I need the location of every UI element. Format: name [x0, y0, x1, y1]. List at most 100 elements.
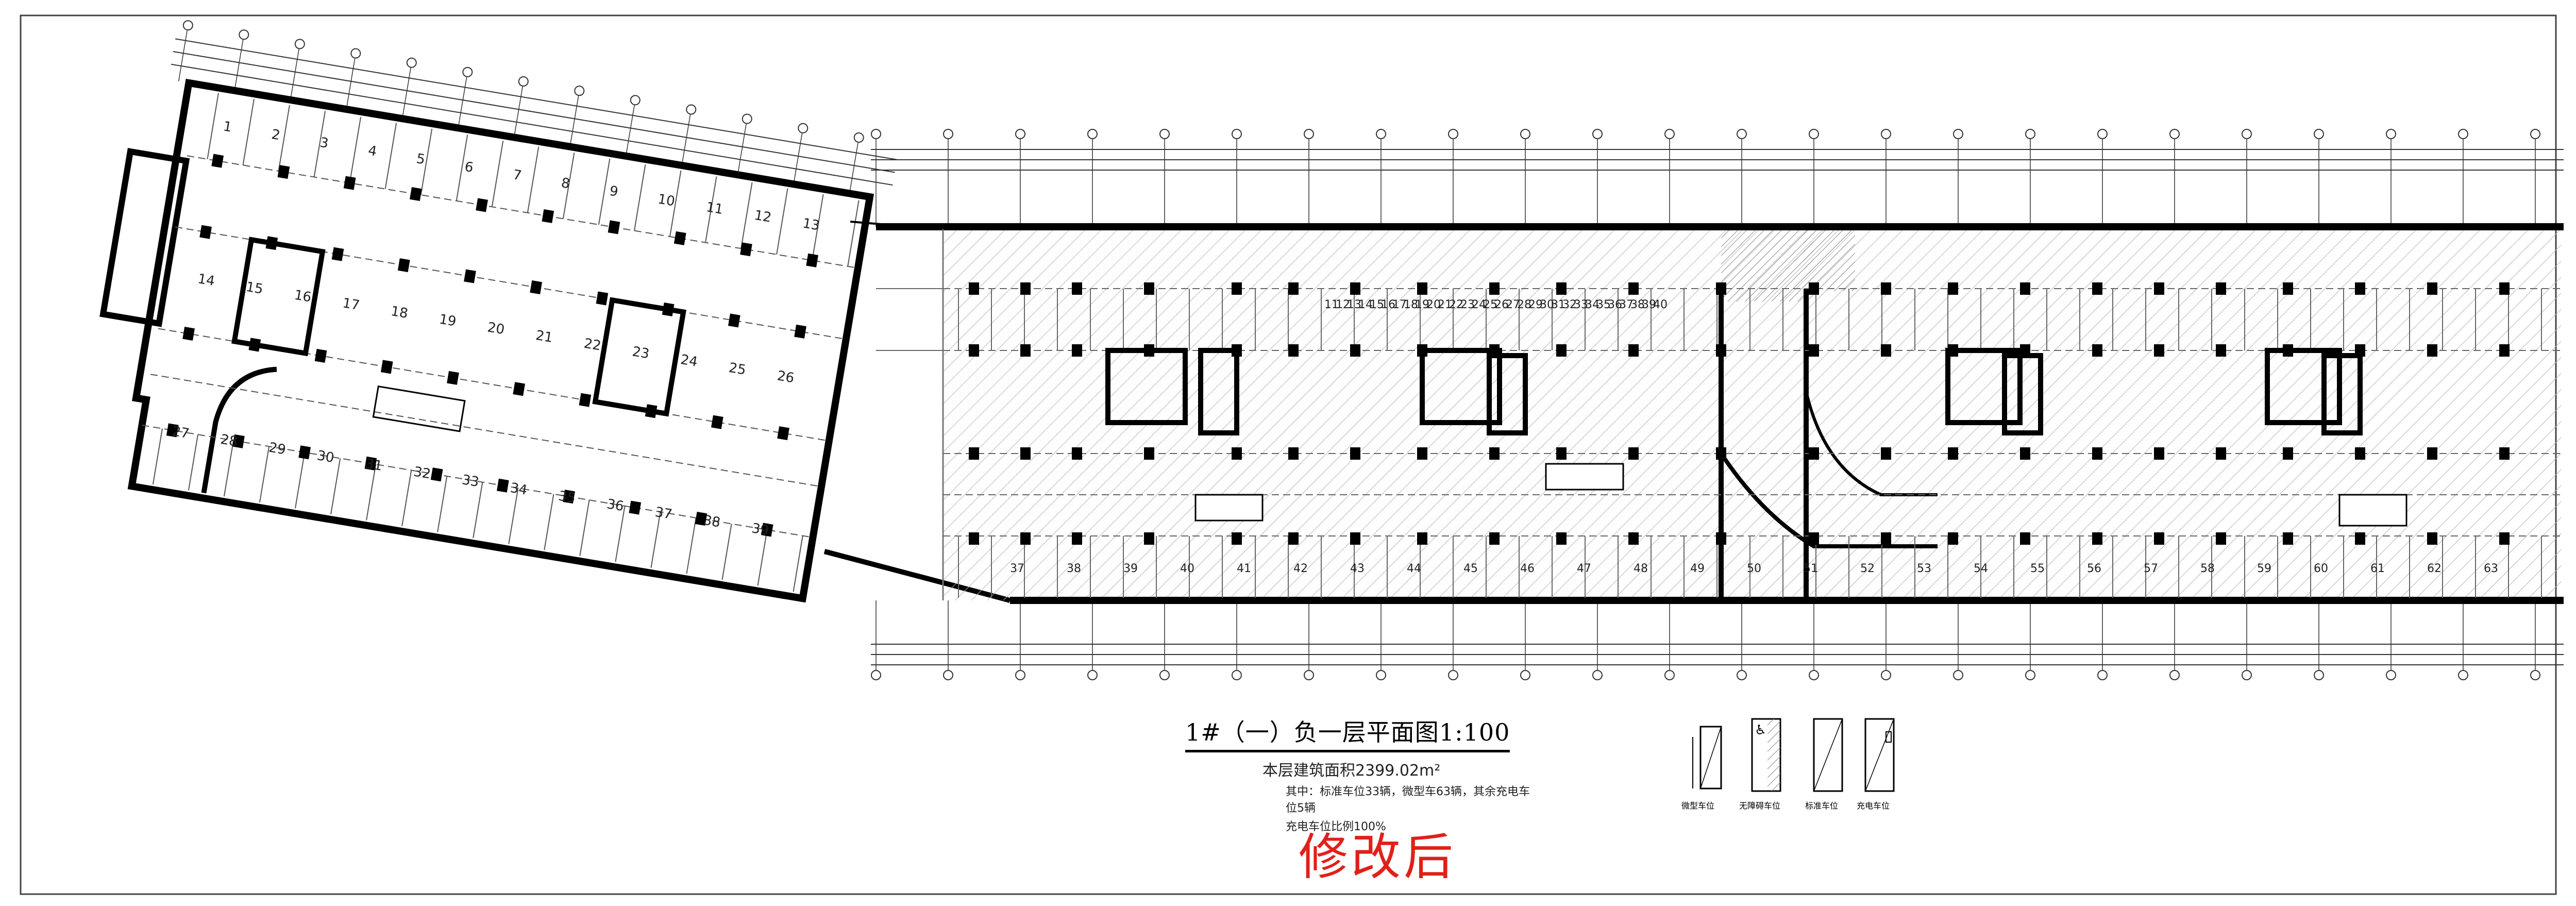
- column: [1072, 282, 1082, 295]
- stall-number: 8: [560, 175, 571, 192]
- stall-number: 61: [2370, 562, 2385, 575]
- column: [211, 154, 224, 168]
- stall-number: 42: [1293, 562, 1308, 575]
- column: [2283, 447, 2293, 460]
- right-note-box-a: [1194, 494, 1264, 522]
- column: [969, 344, 979, 357]
- core-2: [1198, 348, 1239, 435]
- column: [1948, 447, 1958, 460]
- stall-number: 25: [728, 360, 747, 378]
- legend-label-charging: 充电车位: [1856, 801, 1890, 811]
- stall-number: 13: [801, 215, 821, 233]
- right-note-box-b: [1545, 463, 1624, 491]
- column: [410, 187, 422, 202]
- column: [464, 269, 476, 283]
- column: [2092, 447, 2102, 460]
- stall-number: 15: [1370, 298, 1384, 311]
- column: [1072, 344, 1082, 357]
- column: [674, 231, 686, 245]
- column: [1232, 447, 1242, 460]
- column: [806, 253, 818, 267]
- drawing-title: 1#（一）负一层平面图1:100: [1185, 714, 1510, 752]
- column: [2355, 282, 2365, 295]
- stall-number: 24: [1472, 298, 1486, 311]
- column: [1144, 532, 1154, 545]
- stall-number: 14: [196, 271, 216, 289]
- column: [1881, 532, 1891, 545]
- left-note-box: [372, 385, 466, 432]
- column: [1072, 447, 1082, 460]
- column: [711, 415, 723, 429]
- stall-number: 20: [1426, 298, 1441, 311]
- column: [2092, 282, 2102, 295]
- left-core-b: [592, 297, 686, 417]
- stall-number: 34: [509, 480, 529, 498]
- charging-ratio-line: 充电车位比例100%: [1286, 820, 1386, 833]
- legend-accessible: ♿: [1751, 718, 1781, 792]
- left-structural-columns: [166, 154, 818, 537]
- stall-number: 17: [1392, 298, 1407, 311]
- column: [2283, 282, 2293, 295]
- stall-number: 34: [1585, 298, 1600, 311]
- column: [1288, 447, 1299, 460]
- stall-number: 59: [2257, 562, 2271, 575]
- column: [1948, 532, 1958, 545]
- drawing-title-block: 1#（一）负一层平面图1:100 本层建筑面积2399.02m² 其中：标准车位…: [1185, 714, 1536, 834]
- stall-number: 28: [1517, 298, 1531, 311]
- column: [1948, 282, 1958, 295]
- column: [695, 512, 708, 526]
- column: [542, 209, 554, 223]
- column: [1020, 344, 1031, 357]
- stall-number: 38: [702, 513, 722, 531]
- column: [1144, 447, 1154, 460]
- right-hatch-ramp-b: [1804, 229, 1855, 291]
- column: [1716, 344, 1726, 357]
- stall-number: 41: [1237, 562, 1251, 575]
- column: [2216, 344, 2226, 357]
- parking-legend: 微型车位 无障碍车位 标准车位 充电车位: [1677, 716, 1945, 819]
- column: [1881, 282, 1891, 295]
- stall-number: 20: [486, 320, 506, 338]
- column: [1232, 532, 1242, 545]
- column: [1809, 447, 1819, 460]
- legend-label-accessible: 无障碍车位: [1739, 801, 1780, 811]
- stall-number: 32: [412, 464, 432, 482]
- column: [1350, 447, 1360, 460]
- stall-number: 39: [1642, 298, 1656, 311]
- column: [182, 327, 195, 341]
- column: [430, 467, 443, 482]
- column: [1556, 344, 1567, 357]
- column: [1489, 532, 1500, 545]
- column: [1489, 447, 1500, 460]
- right-bottom-dimensions: [871, 644, 2564, 665]
- left-top-axis-ticks: [178, 20, 864, 194]
- stall-number: 17: [342, 295, 361, 313]
- legend-standard: [1813, 718, 1843, 792]
- right-main-block: 1112131415161718192021222324252627282930…: [871, 129, 2564, 680]
- stall-number: 43: [1350, 562, 1365, 575]
- left-stair-core: [99, 148, 190, 327]
- stall-number: 45: [1463, 562, 1478, 575]
- stall-number: 22: [583, 336, 602, 354]
- stall-number: 11: [705, 199, 725, 217]
- column: [1556, 282, 1567, 295]
- column: [2020, 447, 2030, 460]
- column: [2427, 282, 2437, 295]
- column: [2216, 447, 2226, 460]
- column: [629, 500, 642, 515]
- right-parking-grid: [876, 288, 2561, 598]
- stall-number: 54: [1974, 562, 1988, 575]
- column: [2499, 344, 2510, 357]
- column: [2499, 282, 2510, 295]
- core-8: [2321, 353, 2363, 435]
- stall-number: 15: [245, 279, 264, 297]
- legend-label-standard: 标准车位: [1805, 801, 1838, 811]
- stall-number: 52: [1860, 562, 1875, 575]
- column: [1556, 447, 1567, 460]
- right-ramp-curve-b: [1805, 391, 1938, 496]
- stall-number: 27: [1506, 298, 1520, 311]
- stall-number: 12: [1336, 298, 1350, 311]
- column: [1881, 447, 1891, 460]
- column: [2499, 447, 2510, 460]
